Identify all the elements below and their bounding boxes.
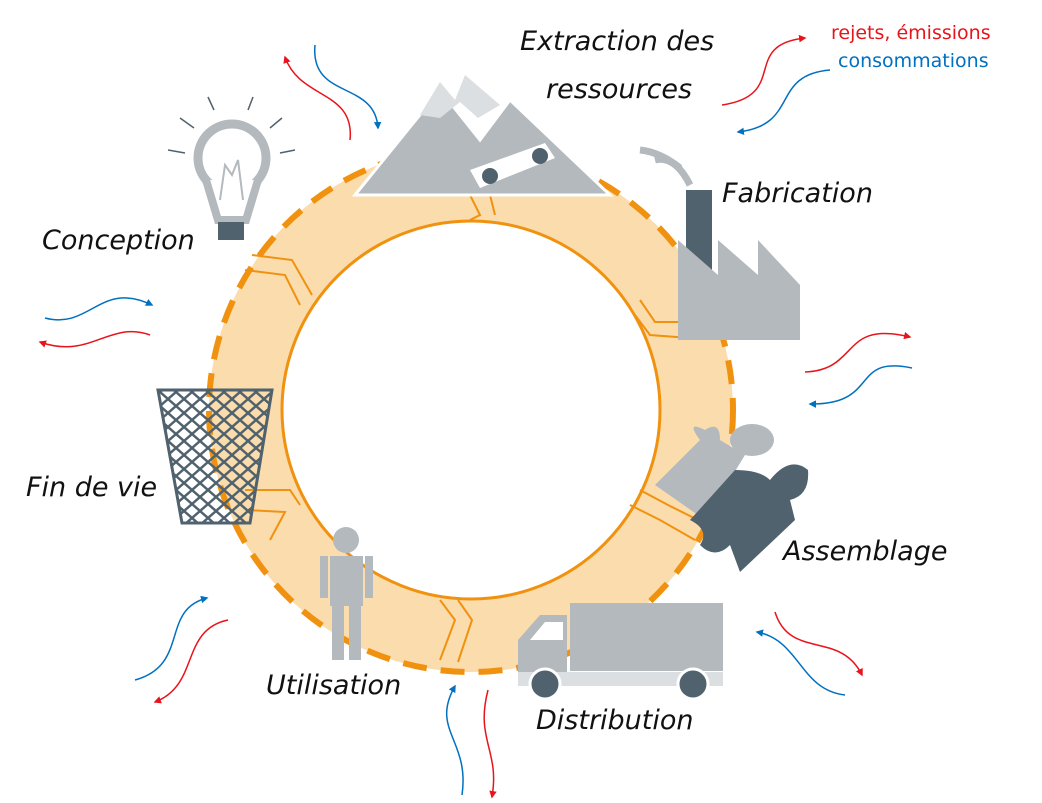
factory-icon — [639, 146, 800, 340]
waste-basket-icon — [156, 388, 274, 525]
consumption-arrow — [44, 297, 154, 321]
stage-label-fabrication: Fabrication — [722, 178, 873, 209]
consumption-arrow — [755, 629, 846, 696]
stage-label-conception: Conception — [42, 225, 195, 256]
consumption-arrow — [808, 365, 913, 408]
stage-label-utilisation: Utilisation — [266, 670, 402, 701]
stage-label-fin-de-vie: Fin de vie — [26, 472, 158, 503]
person-icon — [320, 527, 373, 660]
puzzle-icon — [655, 424, 809, 572]
tire-tread-marks — [244, 194, 699, 663]
consumption-arrow — [314, 44, 382, 130]
life-cycle-ring — [206, 145, 736, 675]
light-bulb-icon — [167, 96, 296, 240]
stage-label-assemblage: Assemblage — [783, 536, 948, 567]
mountain-icon — [351, 75, 614, 197]
legend-emissions: rejets, émissions — [831, 22, 991, 44]
consumption-arrow — [134, 595, 209, 681]
emission-arrow — [153, 619, 229, 704]
emission-arrow — [774, 611, 863, 677]
stage-label-extraction-line1: Extraction des — [520, 26, 715, 57]
flow-arrows — [38, 34, 913, 799]
legend-consumption: consommations — [838, 50, 989, 72]
emission-arrow — [283, 55, 351, 141]
stage-label-extraction-line2: ressources — [546, 74, 693, 105]
truck-icon — [518, 603, 723, 701]
consumption-arrow — [445, 684, 464, 796]
emission-arrow — [804, 331, 912, 373]
emission-arrow — [38, 330, 151, 348]
consumption-arrow — [736, 69, 831, 136]
emission-arrow — [483, 689, 497, 799]
stage-label-distribution: Distribution — [536, 705, 694, 736]
emission-arrow — [721, 34, 807, 106]
